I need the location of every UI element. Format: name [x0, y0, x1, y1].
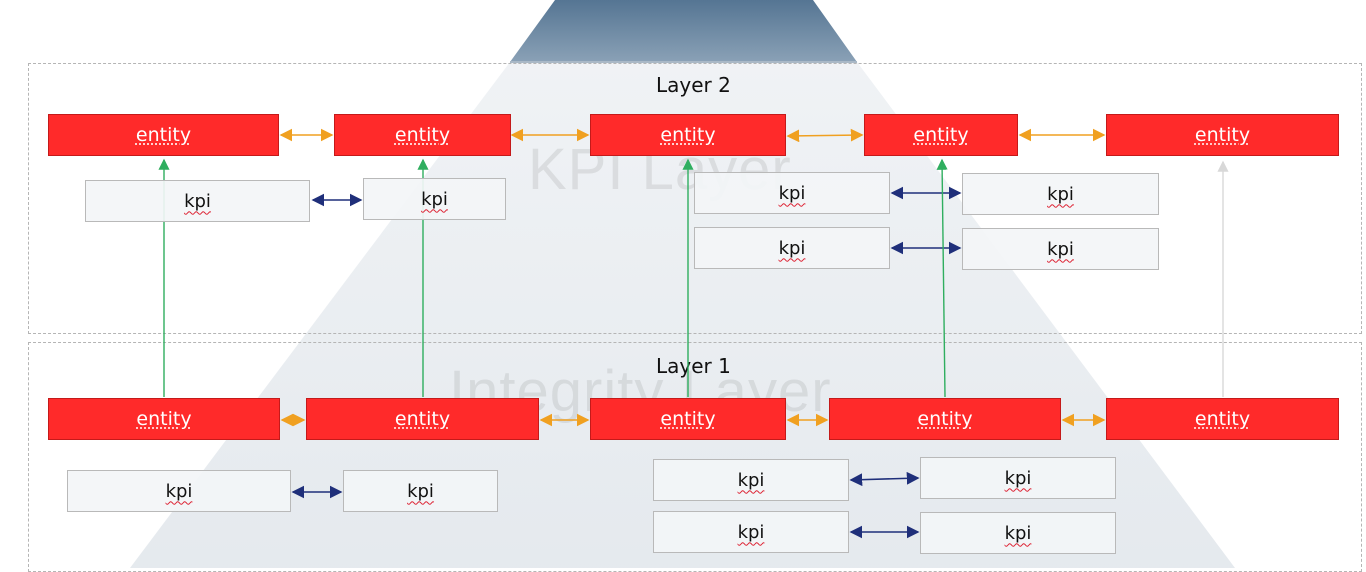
entity-label: entity [136, 408, 192, 430]
layer1-entity-3[interactable]: entity [590, 398, 786, 440]
layer1-entity-1[interactable]: entity [48, 398, 280, 440]
entity-label: entity [917, 408, 973, 430]
layer2-kpi-3[interactable]: kpi [694, 172, 890, 214]
entity-label: entity [660, 124, 716, 146]
kpi-label: kpi [737, 469, 765, 491]
layer1-entity-2[interactable]: entity [306, 398, 539, 440]
layer2-kpi-6[interactable]: kpi [962, 228, 1159, 270]
entity-label: entity [394, 124, 451, 146]
layer2-kpi-4[interactable]: kpi [962, 173, 1159, 215]
layer2-entity-links [279, 128, 1106, 143]
layer-2-title: Layer 2 [656, 73, 731, 97]
layer2-entity-3[interactable]: entity [590, 114, 786, 156]
pyramid-apex [510, 0, 857, 62]
layer1-kpi-1[interactable]: kpi [67, 470, 291, 512]
kpi-label: kpi [1047, 183, 1074, 205]
kpi-label: kpi [165, 480, 193, 502]
entity-label: entity [1194, 124, 1251, 146]
layer1-kpi-3[interactable]: kpi [653, 459, 849, 501]
layer1-entity-4[interactable]: entity [829, 398, 1061, 440]
layer2-entity-5[interactable]: entity [1106, 114, 1339, 156]
layer2-entity-2[interactable]: entity [334, 114, 511, 156]
layer2-kpi-1[interactable]: kpi [85, 180, 310, 222]
layer1-entity-5[interactable]: entity [1106, 398, 1339, 440]
layer2-kpi-5[interactable]: kpi [694, 227, 890, 269]
entity-label: entity [135, 124, 192, 146]
entity-label: entity [660, 408, 716, 430]
layer1-kpi-6[interactable]: kpi [920, 512, 1116, 554]
entity-label: entity [913, 124, 969, 146]
kpi-label: kpi [778, 182, 806, 204]
kpi-links [291, 186, 962, 539]
layer2-entity-4[interactable]: entity [864, 114, 1018, 156]
entity-label: entity [394, 408, 451, 430]
kpi-label: kpi [1047, 238, 1074, 260]
kpi-label: kpi [1004, 467, 1032, 489]
kpi-label: kpi [737, 521, 765, 543]
layer1-kpi-5[interactable]: kpi [653, 511, 849, 553]
layer1-kpi-2[interactable]: kpi [343, 470, 498, 512]
kpi-label: kpi [1004, 522, 1032, 544]
layer2-entity-1[interactable]: entity [48, 114, 279, 156]
kpi-label: kpi [184, 190, 211, 212]
layer1-kpi-4[interactable]: kpi [920, 457, 1116, 499]
layer-2-container [28, 63, 1362, 334]
kpi-label: kpi [421, 188, 448, 210]
pyramid-body [130, 62, 1235, 568]
entity-label: entity [1194, 408, 1251, 430]
layer-1-title: Layer 1 [656, 354, 731, 378]
kpi-label: kpi [778, 237, 806, 259]
kpi-label: kpi [407, 480, 434, 502]
layer2-kpi-2[interactable]: kpi [363, 178, 506, 220]
